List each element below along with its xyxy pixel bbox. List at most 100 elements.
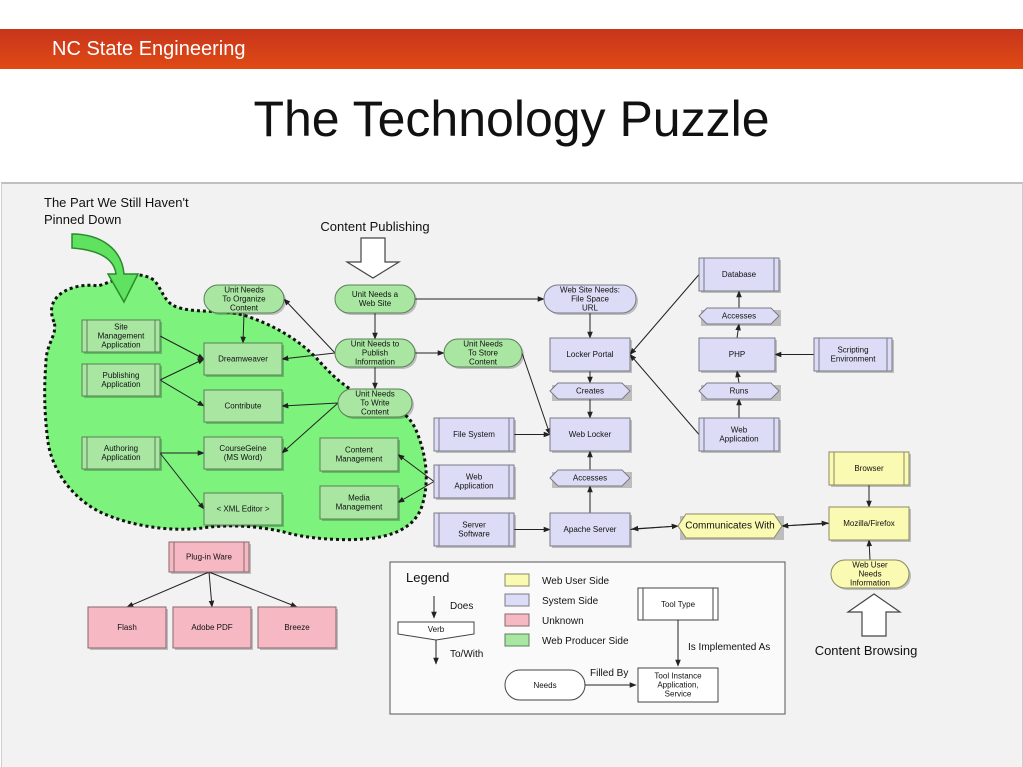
node-adobe-pdf: Adobe PDF bbox=[172, 606, 253, 650]
legend-box bbox=[389, 561, 786, 715]
legend-tool-instance-line: Tool Instance bbox=[654, 672, 702, 681]
node-site-mgmt-line: Management bbox=[98, 332, 145, 341]
node-shape bbox=[433, 512, 515, 547]
node-courseg-line: CourseGeine bbox=[219, 444, 267, 453]
node-shape bbox=[698, 257, 780, 292]
edge-web-user-needs-to-mozilla bbox=[866, 539, 873, 561]
node-unit-store-line: Content bbox=[469, 358, 498, 367]
node-web-app-mid-line: Application bbox=[454, 482, 493, 491]
node-authoring-app-line: Application bbox=[101, 453, 140, 462]
node-shape bbox=[813, 337, 893, 372]
node-contribute-line: Contribute bbox=[225, 402, 262, 411]
node-unit-store-line: Unit Needs bbox=[463, 340, 503, 349]
slide-title: The Technology Puzzle bbox=[253, 91, 770, 147]
node-shape bbox=[443, 338, 523, 368]
edge-communicates-to-mozilla bbox=[781, 520, 829, 527]
legend-does-label: Does bbox=[450, 601, 473, 612]
edge-web-app-right-to-locker-portal bbox=[629, 353, 700, 435]
legend-tool-instance-line: Application, bbox=[657, 681, 698, 690]
node-creates: Creates bbox=[549, 382, 632, 401]
node-web-user-needs-line: Needs bbox=[858, 570, 881, 579]
legend-item-label: System Side bbox=[542, 596, 599, 607]
node-site-mgmt-line: Application bbox=[101, 341, 140, 350]
node-shape bbox=[549, 337, 631, 372]
node-publishing-app-line: Publishing bbox=[103, 371, 140, 380]
edge-authoring-app-to-xml-editor bbox=[159, 452, 205, 510]
node-flash-line: Flash bbox=[117, 623, 137, 632]
legend-verb-shape bbox=[397, 621, 475, 641]
node-accesses-db-line: Accesses bbox=[722, 312, 756, 321]
node-unit-organize-line: To Organize bbox=[222, 295, 266, 304]
node-shape bbox=[334, 284, 416, 314]
edge-web-app-mid-to-content-mgmt bbox=[397, 454, 435, 482]
node-scripting-line: Scripting bbox=[837, 346, 868, 355]
node-website-needs-line: Web Site Needs: bbox=[560, 286, 620, 295]
node-courseg-line: (MS Word) bbox=[224, 453, 263, 462]
node-unit-write-line: Unit Needs bbox=[355, 390, 395, 399]
node-web-locker-line: Web Locker bbox=[569, 430, 612, 439]
node-web-user-needs-line: Web User bbox=[852, 561, 888, 570]
node-shape bbox=[203, 342, 283, 376]
edge-php-to-accesses-db bbox=[735, 323, 741, 339]
node-browser: Browser bbox=[828, 451, 911, 487]
edge-database-to-locker-portal bbox=[629, 274, 700, 356]
node-content-mgmt-line: Management bbox=[336, 455, 383, 464]
header-bar bbox=[0, 29, 1023, 69]
node-unit-publish-line: Information bbox=[355, 358, 395, 367]
node-browser-line: Browser bbox=[854, 464, 884, 473]
legend-swatch bbox=[504, 593, 530, 607]
edge-site-mgmt-to-dreamweaver bbox=[159, 335, 205, 360]
node-shape bbox=[203, 284, 285, 314]
node-unit-publish-line: Unit Needs to bbox=[351, 340, 400, 349]
legend-implemented-label: Is Implemented As bbox=[688, 642, 770, 653]
node-locker-portal: Locker Portal bbox=[549, 337, 632, 373]
node-unit-store-line: To Store bbox=[468, 349, 498, 358]
node-shape bbox=[433, 417, 515, 452]
node-web-app-mid-line: Web bbox=[466, 473, 483, 482]
node-website-needs-line: URL bbox=[582, 304, 599, 313]
publishing-arrow-icon bbox=[344, 237, 402, 279]
edge-unit-publish-to-dreamweaver bbox=[281, 352, 336, 362]
edge-plugin-ware-to-breeze bbox=[208, 571, 298, 608]
node-communicates: Communicates With bbox=[677, 513, 784, 540]
node-file-system-line: File System bbox=[453, 430, 495, 439]
node-breeze: Breeze bbox=[257, 606, 338, 650]
node-shape bbox=[81, 319, 161, 353]
org-name: NC State Engineering bbox=[52, 38, 246, 60]
legend-tool-type-label: Tool Type bbox=[661, 600, 696, 609]
node-database: Database bbox=[698, 257, 781, 293]
callout-label: The Part We Still Haven't bbox=[44, 195, 189, 210]
edge-runs-to-php bbox=[735, 370, 741, 384]
legend-swatch bbox=[504, 613, 530, 627]
node-mozilla-line: Mozilla/Firefox bbox=[843, 519, 895, 528]
node-shape bbox=[257, 606, 337, 649]
node-shape bbox=[168, 541, 250, 573]
node-file-system: File System bbox=[433, 417, 516, 453]
node-locker-portal-line: Locker Portal bbox=[566, 350, 613, 359]
node-shape bbox=[543, 284, 637, 314]
node-shape bbox=[319, 437, 399, 472]
node-shape bbox=[549, 512, 631, 547]
node-shape bbox=[828, 451, 910, 486]
node-shape bbox=[549, 382, 631, 400]
node-shape bbox=[828, 506, 910, 541]
node-shape bbox=[549, 417, 631, 452]
node-unit-organize-line: Content bbox=[230, 304, 259, 313]
node-site-mgmt-line: Site bbox=[114, 323, 128, 332]
node-courseg: CourseGeine(MS Word) bbox=[203, 436, 284, 471]
node-adobe-pdf-line: Adobe PDF bbox=[191, 623, 232, 632]
node-unit-write-line: Content bbox=[361, 408, 390, 417]
node-php: PHP bbox=[698, 337, 777, 373]
